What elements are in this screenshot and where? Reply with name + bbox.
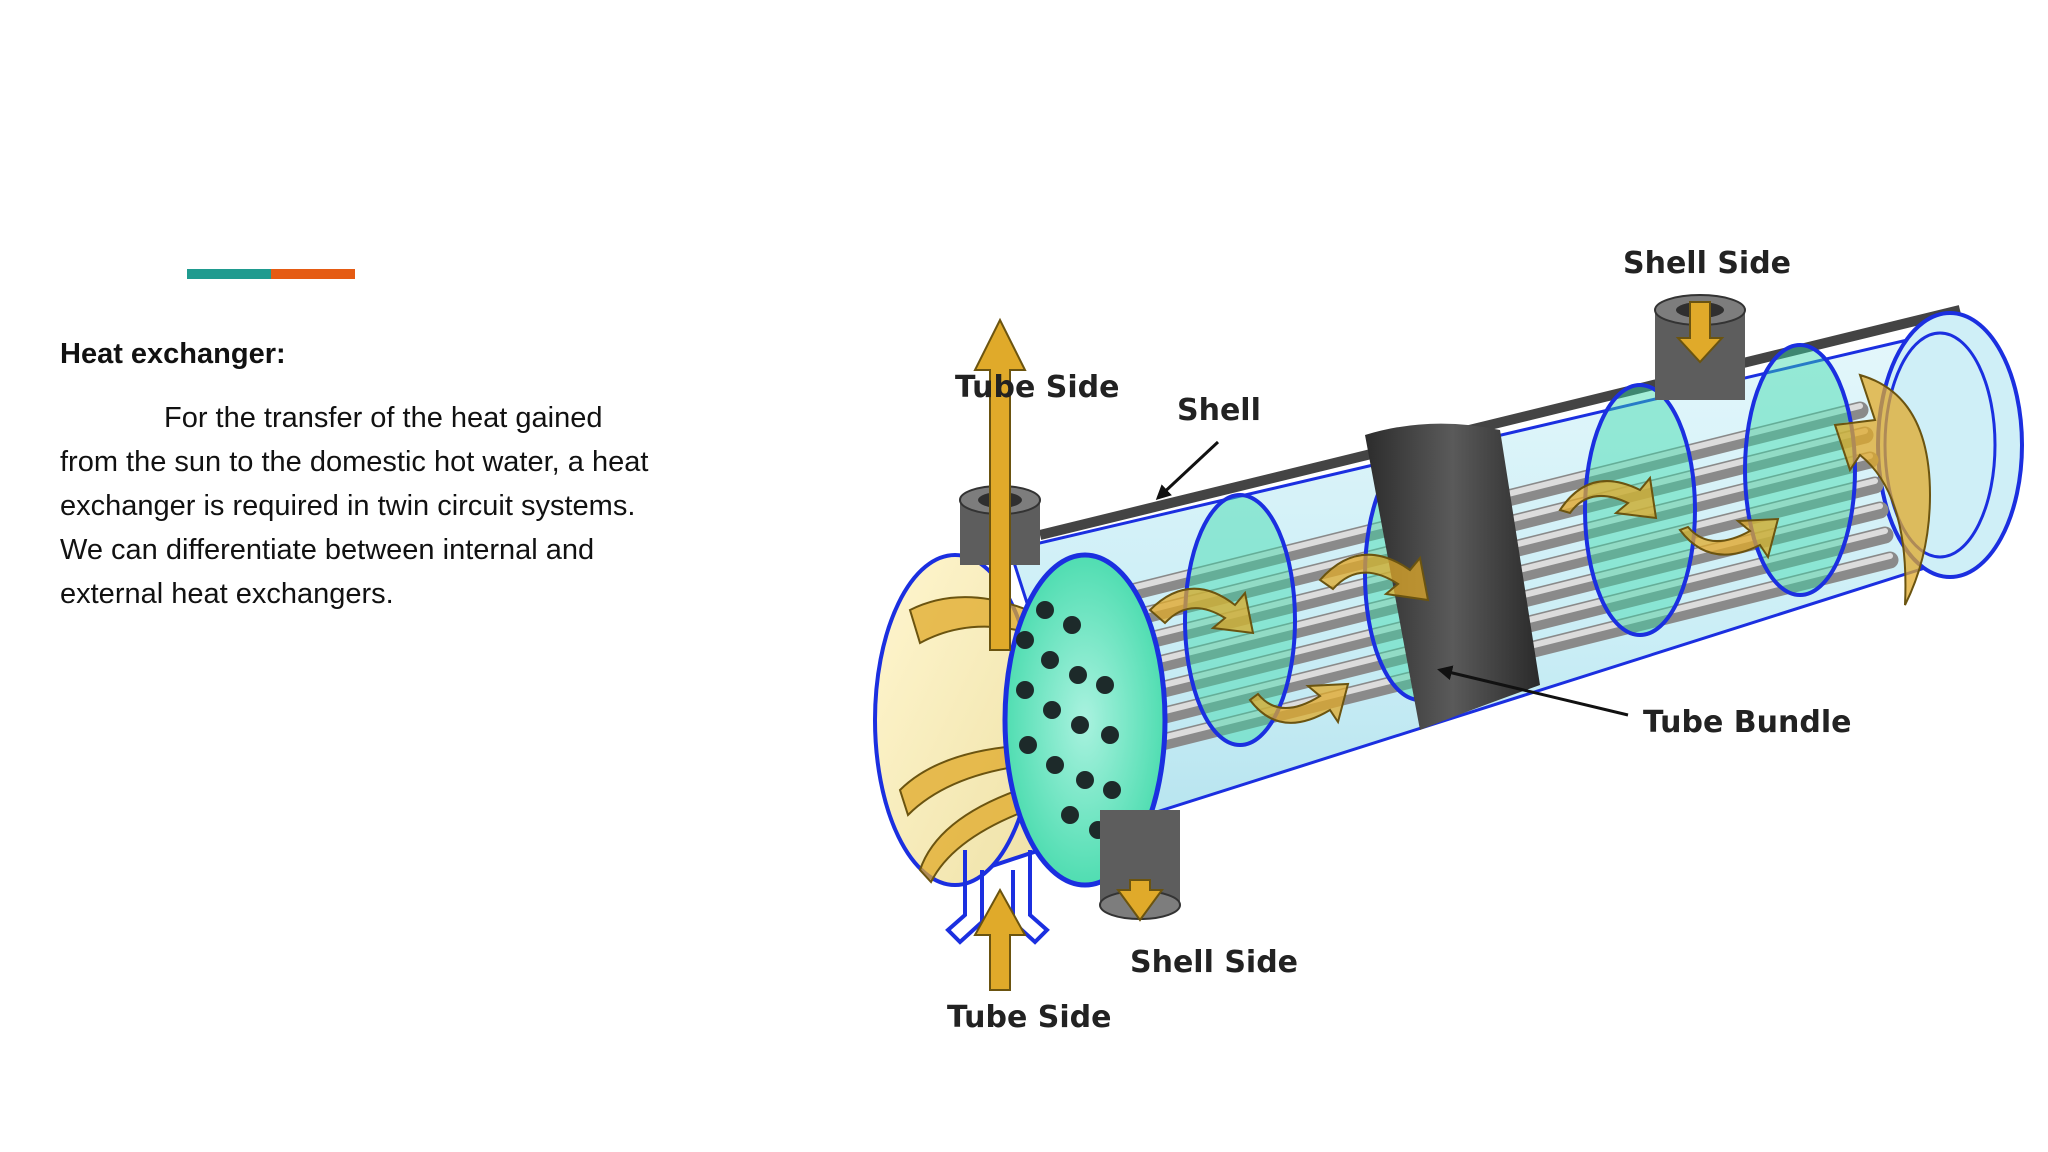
label-tube-side-top: Tube Side <box>955 370 1120 405</box>
pointer-tube-bundle <box>1437 665 1629 717</box>
slide-heading: Heat exchanger: <box>60 338 286 370</box>
text-block: Heat exchanger: For the transfer of the … <box>60 332 660 616</box>
accent-bar-orange <box>271 269 355 279</box>
heat-exchanger-diagram: Tube Side Shell Shell Side Tube Bundle S… <box>873 246 2024 1035</box>
front-channel <box>873 553 1087 887</box>
label-shell-side-bottom: Shell Side <box>1130 945 1298 980</box>
flow-arrow-tube-in <box>973 887 1027 991</box>
shell-flow-arrows <box>1148 373 1932 725</box>
label-shell: Shell <box>1177 393 1261 428</box>
flow-arrow-shell-in <box>1675 301 1725 364</box>
pointer-shell <box>1155 440 1220 501</box>
accent-bar-teal <box>187 269 271 279</box>
flow-arrow-tube-out <box>973 317 1027 651</box>
slide-body-text: For the transfer of the heat gained from… <box>60 402 649 610</box>
label-shell-side-top: Shell Side <box>1623 246 1791 281</box>
label-tube-side-bottom: Tube Side <box>947 1000 1112 1035</box>
label-tube-bundle: Tube Bundle <box>1643 705 1851 740</box>
shell-band <box>1365 423 1540 730</box>
flow-arrow-shell-out <box>1116 879 1164 922</box>
tube-sheet <box>1002 552 1168 888</box>
